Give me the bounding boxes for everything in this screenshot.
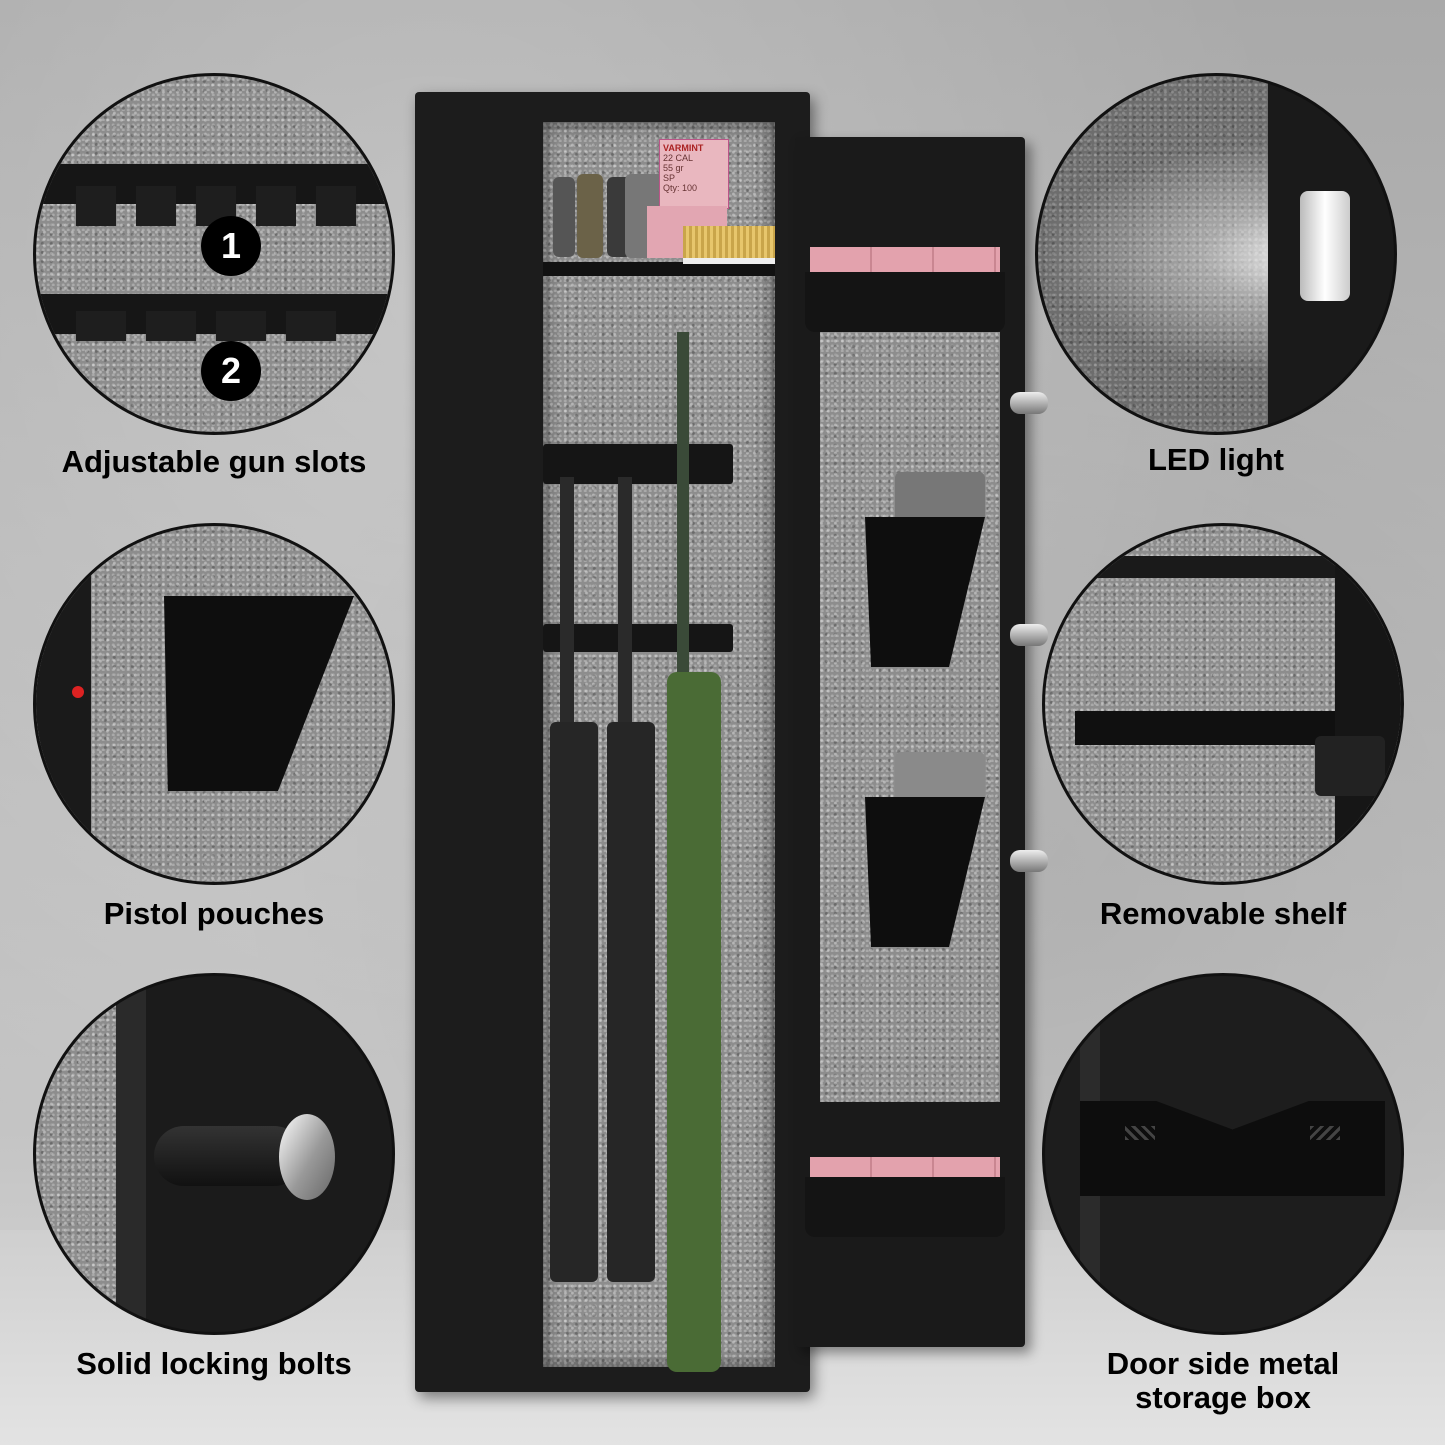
safe-door[interactable] <box>795 137 1048 1347</box>
red-indicator-icon <box>72 686 84 698</box>
metal-storage-box <box>1080 1101 1385 1196</box>
callout-removable-shelf <box>1042 523 1404 885</box>
label-gun-slots: Adjustable gun slots <box>61 444 367 479</box>
label-removable-shelf: Removable shelf <box>1099 896 1347 931</box>
shelf-pistol-2 <box>577 174 603 258</box>
bolt-head-icon <box>279 1114 335 1200</box>
door-storage-box-top-tray <box>805 272 1005 332</box>
door-storage-box-bottom-tray <box>805 1177 1005 1237</box>
gun-safe: VARMINT 22 CAL 55 gr SP Qty: 100 <box>410 92 1048 1392</box>
door-felt-panel <box>820 332 1000 1102</box>
rifle-2-barrel <box>618 477 632 737</box>
door-pistol-1 <box>895 472 985 522</box>
rifle-3-body <box>667 672 721 1372</box>
badge-1: 1 <box>201 216 261 276</box>
callout-pistol-pouches <box>33 523 395 885</box>
shelf-top-edge <box>1045 556 1401 578</box>
label-led-light: LED light <box>1147 442 1285 477</box>
shelf-pistol-1 <box>553 177 575 257</box>
ammo-brand: VARMINT <box>663 143 704 153</box>
ammo-cartridges <box>683 226 775 264</box>
rifle-1-barrel <box>560 477 574 737</box>
locking-bolt-2 <box>1010 624 1048 646</box>
pistol-pouch <box>164 596 354 791</box>
rifle-2-body <box>607 722 655 1282</box>
rifle-3-barrel <box>677 332 689 692</box>
label-storage-box: Door side metal storage box <box>1042 1347 1404 1415</box>
callout-led-light <box>1035 73 1397 435</box>
gun-rack-top <box>543 444 733 484</box>
storage-box-slots-left <box>1125 1126 1155 1140</box>
ammo-qty: Qty: 100 <box>663 183 698 193</box>
bolt-frame <box>116 976 146 1332</box>
shelf-side-wall <box>1335 566 1401 882</box>
door-edge <box>36 526 91 882</box>
label-locking-bolts: Solid locking bolts <box>76 1346 352 1381</box>
gun-slot-foam-2 <box>76 311 356 341</box>
ammo-box: VARMINT 22 CAL 55 gr SP Qty: 100 <box>659 139 729 209</box>
gun-rack-bottom <box>543 624 733 652</box>
ammo-type: SP <box>663 173 676 183</box>
locking-bolt-3 <box>1010 850 1048 872</box>
led-light-icon <box>1300 191 1350 301</box>
callout-gun-slots: 1 2 <box>33 73 395 435</box>
ammo-caliber: 22 CAL <box>663 153 694 163</box>
storage-box-slots-right <box>1310 1126 1340 1140</box>
safe-cabinet: VARMINT 22 CAL 55 gr SP Qty: 100 <box>415 92 810 1392</box>
door-pistol-2 <box>895 752 985 802</box>
label-pistol-pouches: Pistol pouches <box>103 896 325 931</box>
shelf-bracket <box>1315 736 1385 796</box>
bolt-felt-edge <box>36 976 116 1332</box>
callout-locking-bolts <box>33 973 395 1335</box>
rifle-1-body <box>550 722 598 1282</box>
shelf-panel <box>1075 711 1340 745</box>
label-storage-box-line1: Door side metal <box>1106 1346 1340 1381</box>
top-shelf <box>543 262 775 276</box>
ammo-grain: 55 gr <box>663 163 684 173</box>
badge-2: 2 <box>201 341 261 401</box>
callout-storage-box <box>1042 973 1404 1335</box>
label-storage-box-line2: storage box <box>1135 1380 1311 1415</box>
